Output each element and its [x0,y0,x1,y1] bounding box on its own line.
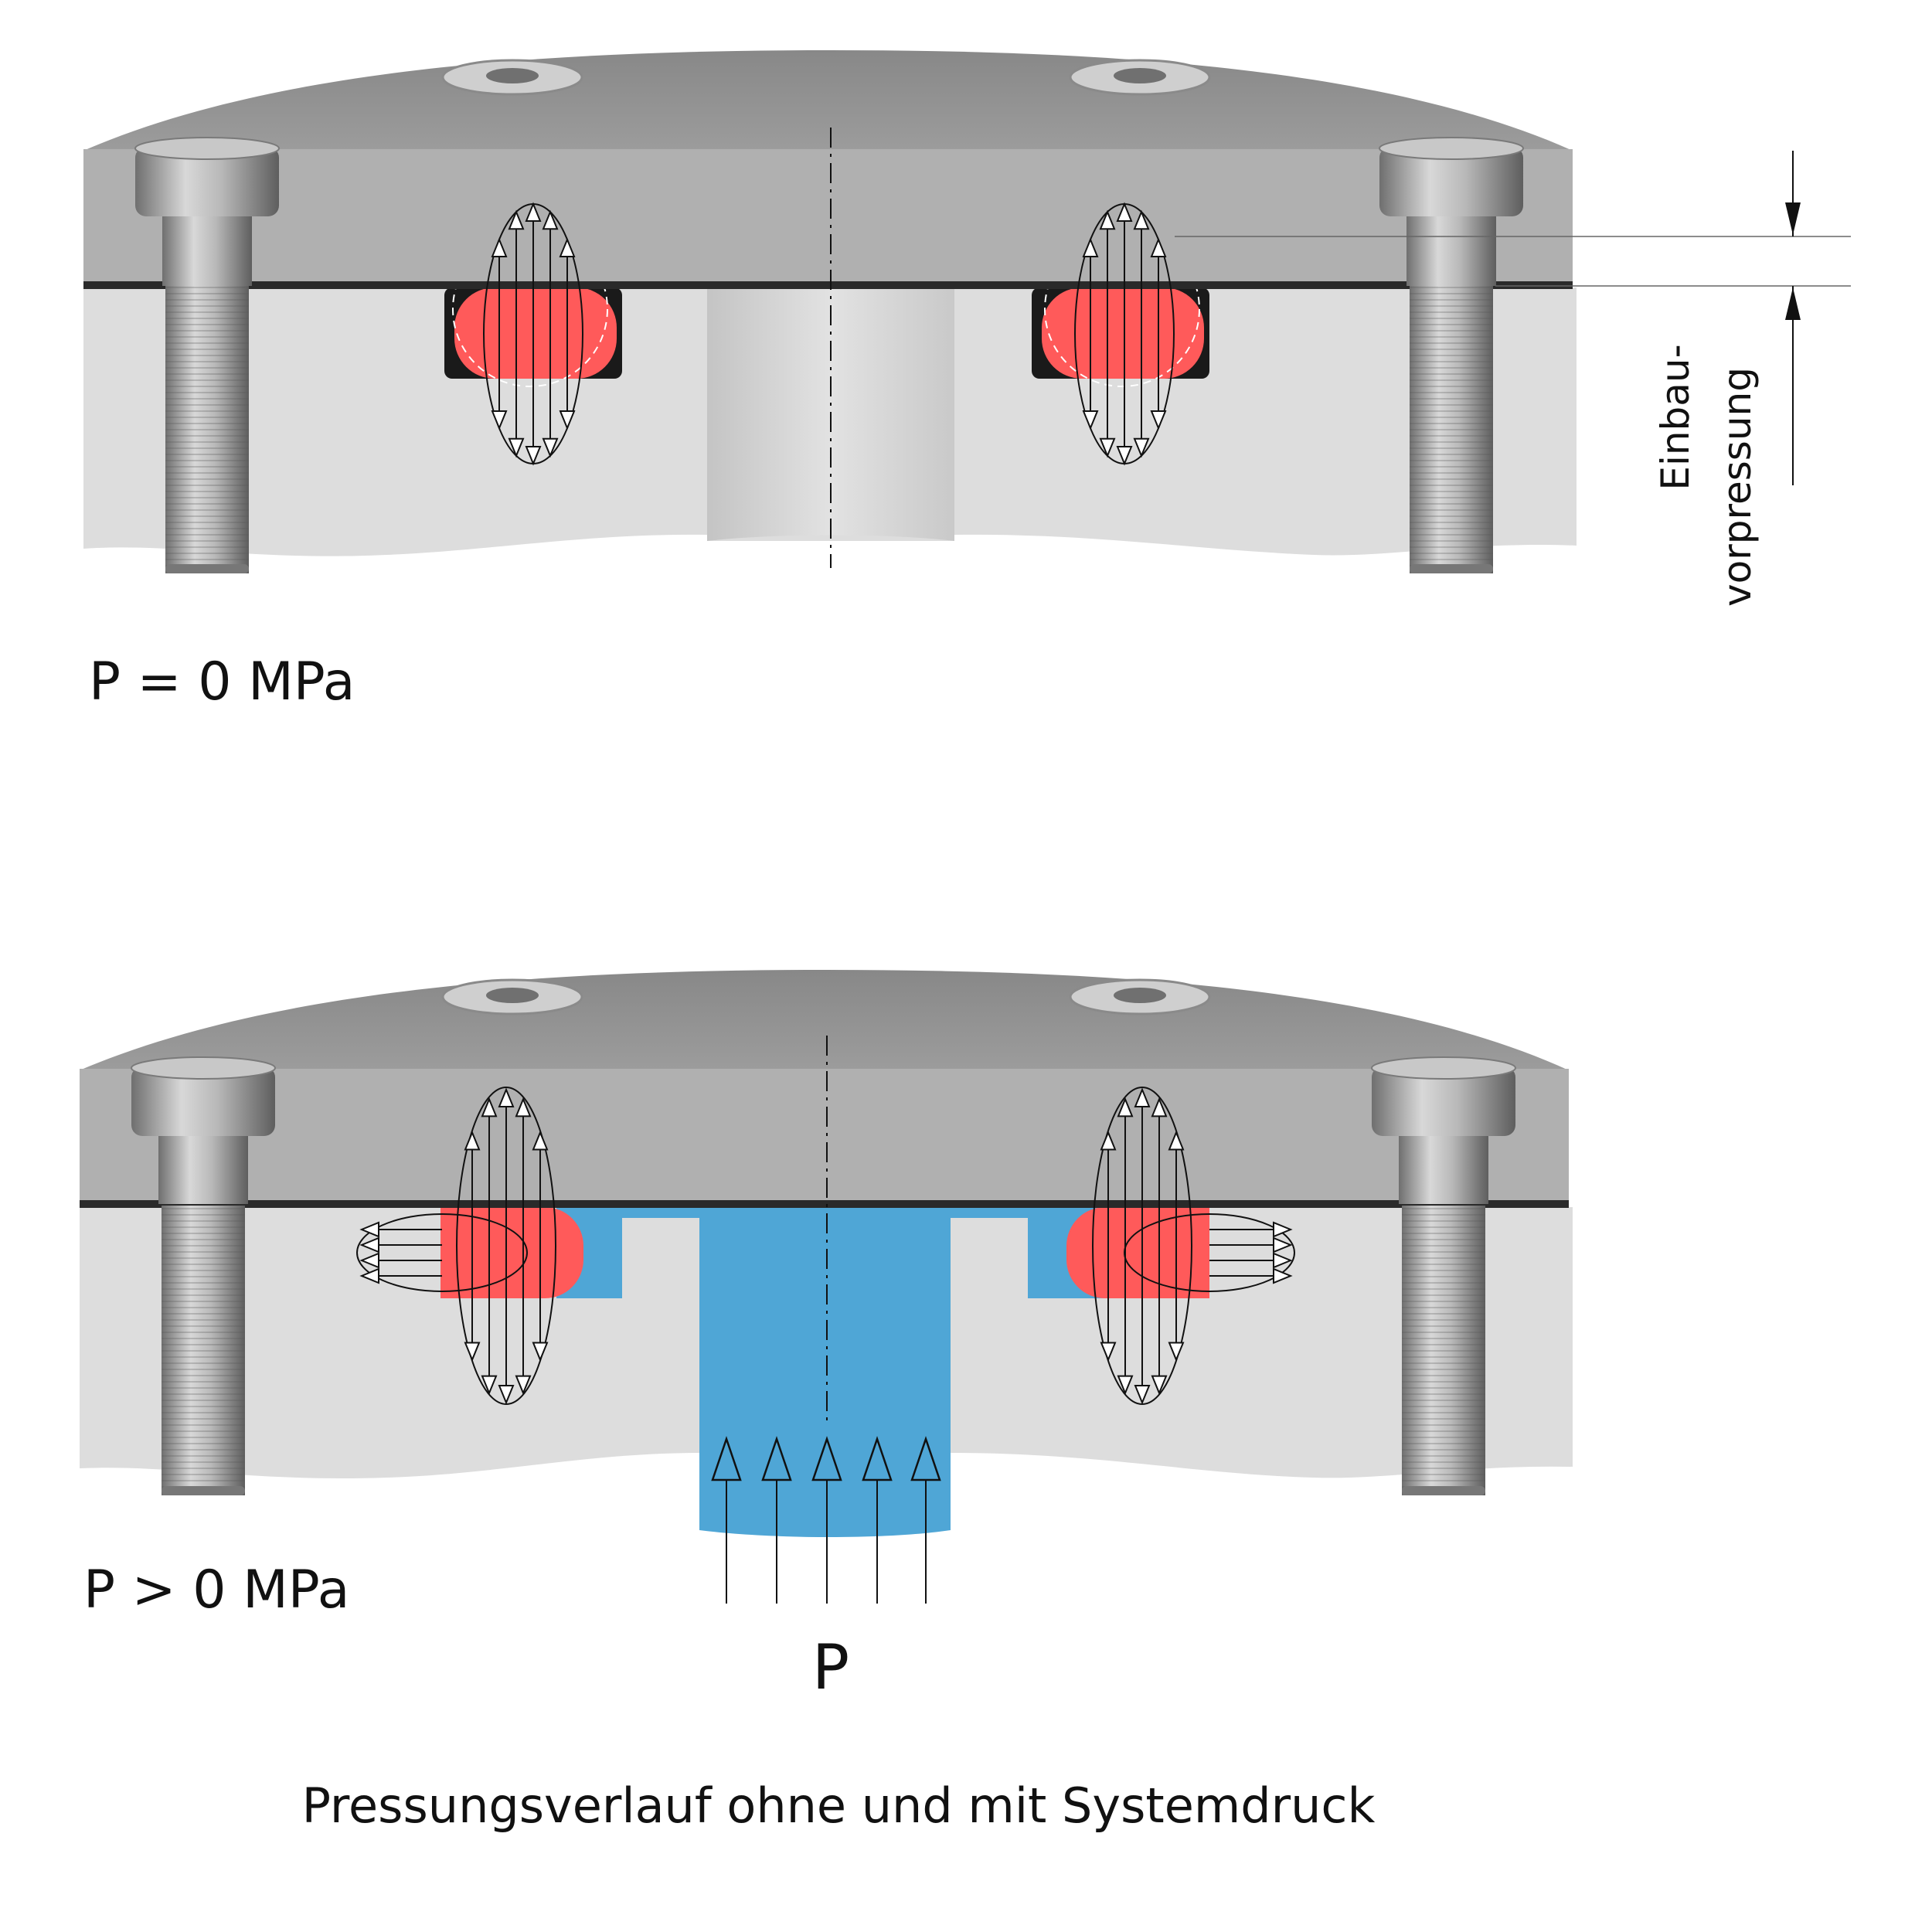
arrowhead-icon [498,1087,515,1107]
pressure-arrow-icon [862,1436,893,1481]
arrowhead-icon [542,437,559,458]
label-p-zero: P = 0 MPa [89,651,355,713]
label-p-positive: P > 0 MPa [83,1560,349,1621]
top-assembly: Einbau- vorpressung [83,50,1851,607]
arrowhead-icon [359,1267,379,1284]
pressure-profile-right [1074,202,1175,466]
upper-plate-top [83,50,1573,151]
arrowhead-icon [525,202,542,222]
arrowhead-icon [1100,1130,1117,1151]
bolt-left [134,137,280,573]
arrowhead-icon [542,209,559,230]
pressure-profile-left-pressurized [456,1087,556,1405]
pressure-arrow-icon [761,1436,792,1481]
arrowhead-icon [1273,1236,1293,1253]
arrowhead-icon [359,1252,379,1269]
arrowhead-icon [508,209,525,230]
arrowhead-icon [1116,446,1133,466]
arrowhead-icon [491,410,508,430]
bolt-right-pressurized [1371,1056,1516,1495]
arrowhead-icon [1150,237,1167,258]
upper-plate-pressurized [80,1069,1569,1204]
dimension-label-line2: vorpressung [1715,367,1760,607]
arrowhead-icon [1273,1267,1293,1284]
arrowhead-icon [1133,209,1150,230]
arrowhead-icon [1116,202,1133,222]
arrowhead-icon [1082,237,1099,258]
oring-undeformed-right [1044,231,1200,387]
arrowhead-icon [1168,1130,1185,1151]
dimension-label-line1: Einbau- [1653,344,1698,490]
arrowhead-icon [1273,1252,1293,1269]
oring-left [454,287,617,379]
pressure-arrow-icon [910,1436,941,1481]
arrowhead-icon [559,237,576,258]
hex-socket-icon [486,68,539,83]
arrowhead-icon [508,437,525,458]
arrowhead-icon [1134,1087,1151,1107]
arrowhead-icon [515,1375,532,1396]
arrowhead-icon [1151,1097,1168,1117]
system-pressure-arrows [711,1436,941,1604]
upper-plate-top-pressurized [80,970,1569,1070]
arrowhead-icon [498,1385,515,1405]
arrowhead-icon [1117,1097,1134,1117]
arrowhead-icon [481,1097,498,1117]
arrowhead-icon [1082,410,1099,430]
arrowhead-icon [532,1342,549,1362]
arrowhead-icon [1099,209,1116,230]
label-pressure: P [812,1631,849,1703]
oring-right [1042,287,1204,379]
caption: Pressungsverlauf ohne und mit Systemdruc… [302,1777,1376,1834]
arrowhead-icon [464,1342,481,1362]
hex-socket-icon [1114,988,1166,1003]
arrowhead-icon [481,1375,498,1396]
bolt-left-pressurized [131,1056,276,1495]
hex-socket-icon [1114,68,1166,83]
upper-plate [83,149,1573,286]
radial-pressure-right [1124,1213,1295,1292]
oring-undeformed-left [452,231,608,387]
arrowhead-icon [1168,1342,1185,1362]
arrowhead-icon [1117,1375,1134,1396]
pressure-profile-right-pressurized [1092,1087,1192,1405]
arrowhead-icon [1273,1221,1293,1238]
plate-gap [83,281,1573,289]
hex-socket-icon [486,988,539,1003]
pressure-arrow-icon [811,1436,842,1481]
arrowhead-icon [359,1221,379,1238]
arrowhead-icon [1133,437,1150,458]
arrowhead-icon [525,446,542,466]
arrowhead-icon [1099,437,1116,458]
arrowhead-icon [559,410,576,430]
arrowhead-icon [1151,1375,1168,1396]
arrowhead-icon [1150,410,1167,430]
arrowhead-icon [491,237,508,258]
arrowhead-icon [1100,1342,1117,1362]
arrowhead-icon [359,1236,379,1253]
pressure-arrow-icon [711,1436,742,1481]
bolt-right [1379,137,1524,573]
preload-dimension: Einbau- vorpressung [1175,151,1851,607]
arrowhead-icon [1134,1385,1151,1405]
plate-gap-pressurized [80,1200,1569,1208]
bottom-assembly [80,970,1573,1604]
arrowhead-icon [464,1130,481,1151]
arrowhead-icon [532,1130,549,1151]
radial-pressure-left [356,1213,528,1292]
pressure-profile-left [483,202,583,466]
arrowhead-icon [515,1097,532,1117]
